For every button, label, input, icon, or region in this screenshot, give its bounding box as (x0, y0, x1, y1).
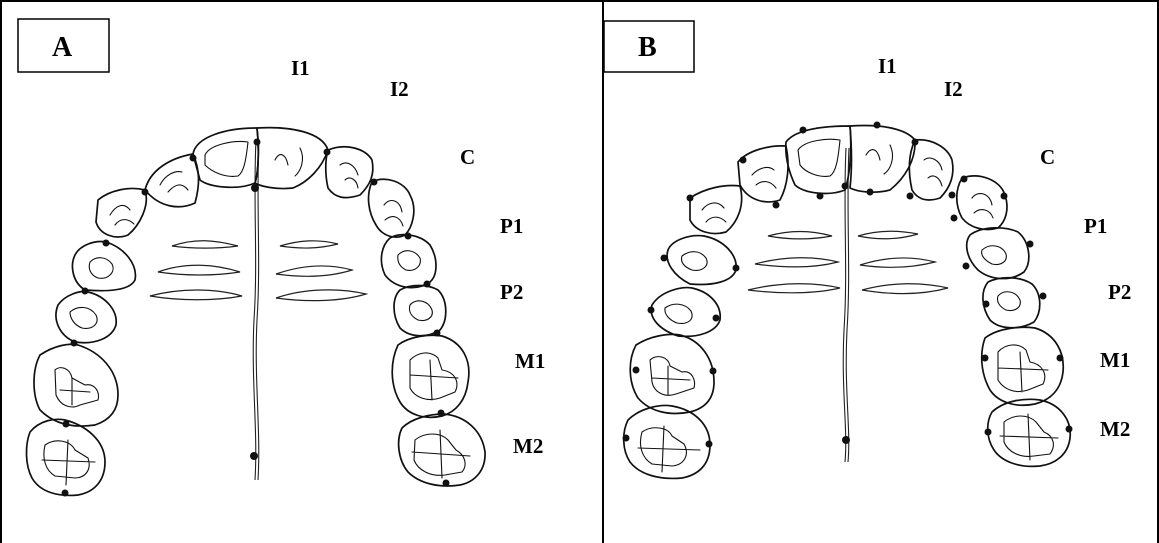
palatal-raphe-b (842, 147, 847, 463)
reference-points-a (61, 138, 450, 497)
dental-arch-a (25, 126, 486, 497)
palatal-rugae-b (747, 230, 949, 295)
label-p2-a: P2 (500, 280, 523, 304)
label-p2-b: P2 (1108, 280, 1131, 304)
label-c-b: C (1040, 145, 1055, 169)
label-p1-b: P1 (1084, 214, 1107, 238)
label-m2-a: M2 (513, 434, 543, 458)
panel-a: A (17, 18, 545, 497)
panel-b: B (603, 20, 1131, 480)
dental-arch-b (622, 124, 1071, 480)
palatal-rugae-a (149, 240, 369, 302)
panel-a-label-box (17, 18, 110, 73)
label-p1-a: P1 (500, 214, 523, 238)
label-c-a: C (460, 145, 475, 169)
label-m1-b: M1 (1100, 348, 1130, 372)
label-i1-a: I1 (291, 56, 310, 80)
panel-a-label: A (52, 32, 73, 63)
label-m2-b: M2 (1100, 417, 1130, 441)
palatal-raphe-a (252, 139, 257, 481)
label-i2-a: I2 (390, 77, 409, 101)
label-i2-b: I2 (944, 77, 963, 101)
label-i1-b: I1 (878, 54, 897, 78)
panel-b-label: B (638, 32, 657, 63)
label-m1-a: M1 (515, 349, 545, 373)
reference-points-b (622, 121, 1073, 448)
panel-b-label-box (603, 20, 695, 73)
